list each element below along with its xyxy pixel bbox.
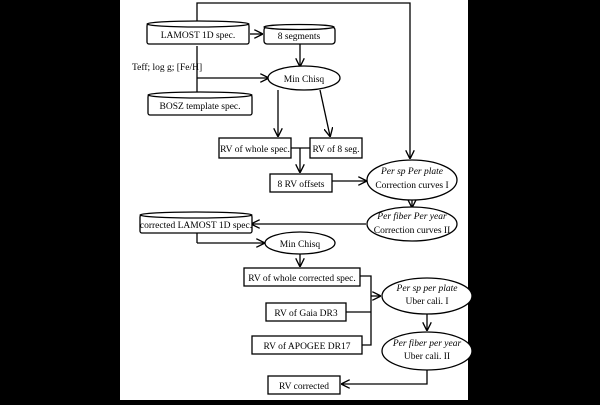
edge-uber2-to-rvcorrected bbox=[342, 370, 428, 384]
node-uber1: Per sp per plate Uber cali. I bbox=[381, 277, 473, 315]
node-rv-gaia-shape bbox=[265, 302, 347, 322]
label-corr1-scope: Per sp Per plate bbox=[380, 167, 443, 177]
node-rv-whole-shape bbox=[218, 137, 292, 159]
label-params: Teff; log g; [Fe/H] bbox=[132, 62, 202, 73]
node-corr2: Per fiber Per year Correction curves II bbox=[366, 206, 458, 242]
label-uber2: Uber cali. II bbox=[404, 352, 450, 362]
node-rv-whole: RV of whole spec. bbox=[218, 137, 292, 159]
label-min-chisq-2: Min Chisq bbox=[280, 240, 321, 250]
node-min-chisq-2: Min Chisq bbox=[264, 231, 336, 255]
label-bosz: BOSZ template spec. bbox=[160, 102, 241, 112]
node-segments-top bbox=[263, 23, 335, 31]
label-lamost-spec: LAMOST 1D spec. bbox=[161, 31, 236, 41]
node-rv-corrected: RV corrected bbox=[267, 375, 341, 395]
label-rv-8seg: RV of 8 seg. bbox=[312, 144, 359, 155]
node-uber1-shape bbox=[381, 277, 473, 315]
label-segments: 8 segments bbox=[278, 32, 321, 42]
edge-lamost-to-corr1 bbox=[196, 2, 410, 158]
node-rv-8seg: RV of 8 seg. bbox=[309, 137, 363, 159]
node-min-chisq-1-shape bbox=[267, 65, 341, 91]
node-corr1-shape bbox=[366, 159, 458, 201]
label-rv-gaia: RV of Gaia DR3 bbox=[274, 308, 337, 319]
edge-rv-sources-bar bbox=[360, 275, 372, 346]
node-rv-apogee-shape bbox=[251, 335, 363, 355]
node-rv-gaia: RV of Gaia DR3 bbox=[265, 302, 347, 322]
node-corr2-shape bbox=[366, 206, 458, 242]
label-corr2: Correction curves II bbox=[374, 226, 451, 236]
node-rv-offsets-shape bbox=[269, 173, 333, 193]
label-rv-offsets: 8 RV offsets bbox=[278, 179, 325, 190]
label-rv-corrected: RV corrected bbox=[279, 382, 329, 392]
label-rv-apogee: RV of APOGEE DR17 bbox=[264, 341, 351, 352]
node-rv-apogee: RV of APOGEE DR17 bbox=[251, 335, 363, 355]
node-rv-whole-corrected-shape bbox=[243, 267, 361, 287]
label-min-chisq-1: Min Chisq bbox=[284, 75, 325, 85]
node-bosz-top bbox=[147, 91, 253, 99]
label-rv-whole-corrected: RV of whole corrected spec. bbox=[248, 273, 355, 284]
node-segments: 8 segments bbox=[263, 23, 336, 45]
label-uber1: Uber cali. I bbox=[406, 297, 449, 307]
label-uber2-scope: Per fiber per year bbox=[392, 338, 462, 349]
label-rv-whole: RV of whole spec. bbox=[220, 144, 290, 155]
label-corrected-spec: corrected LAMOST 1D spec. bbox=[140, 221, 252, 231]
node-rv-8seg-shape bbox=[309, 137, 363, 159]
node-uber2-shape bbox=[381, 331, 473, 371]
node-rv-whole-corrected: RV of whole corrected spec. bbox=[243, 267, 361, 287]
node-corrected-spec: corrected LAMOST 1D spec. bbox=[139, 211, 253, 234]
node-corrected-spec-top bbox=[139, 211, 253, 219]
edges bbox=[196, 2, 428, 384]
node-bosz: BOSZ template spec. bbox=[147, 91, 253, 116]
label-corr1: Correction curves I bbox=[375, 181, 448, 191]
label-uber1-scope: Per sp per plate bbox=[396, 284, 458, 294]
node-rv-offsets: 8 RV offsets bbox=[269, 173, 333, 193]
node-rv-corrected-shape bbox=[267, 375, 341, 395]
node-min-chisq-1: Min Chisq bbox=[267, 65, 341, 91]
label-corr2-scope: Per fiber Per year bbox=[376, 211, 447, 222]
node-corr1: Per sp Per plate Correction curves I bbox=[366, 159, 458, 201]
node-lamost-spec: LAMOST 1D spec. bbox=[146, 20, 250, 45]
node-lamost-top bbox=[146, 20, 250, 28]
edge-minchisq-to-rv8seg bbox=[319, 89, 330, 136]
node-min-chisq-2-shape bbox=[264, 231, 336, 255]
node-uber2: Per fiber per year Uber cali. II bbox=[381, 331, 473, 371]
